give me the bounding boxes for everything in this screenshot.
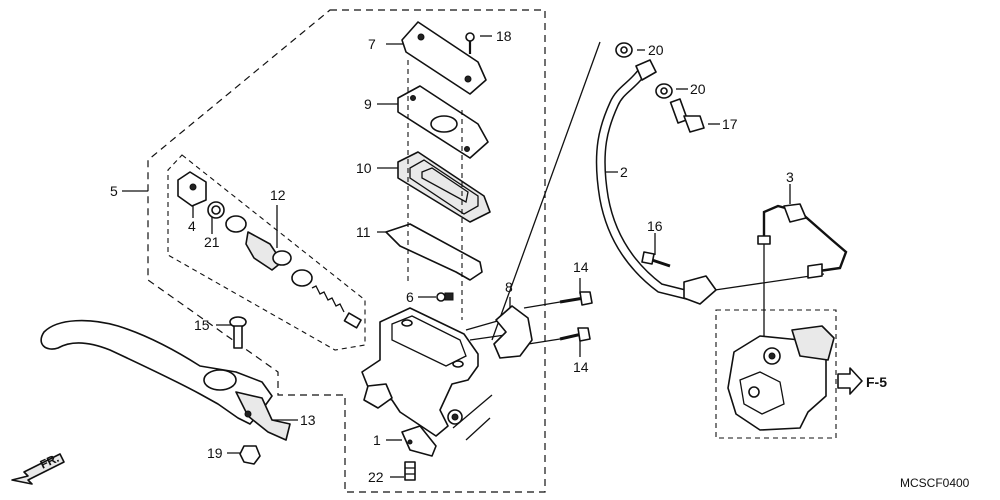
diagram-code: MCSCF0400 [900, 476, 970, 490]
callout-20-upper: 20 [648, 42, 664, 58]
bleeder-6 [436, 292, 454, 302]
callout-22: 22 [368, 469, 384, 485]
callout-10: 10 [356, 160, 372, 176]
callout-8: 8 [505, 279, 513, 295]
float-plate [385, 223, 483, 281]
callout-20-lower: 20 [690, 81, 706, 97]
f5-reference-label: F-5 [866, 374, 887, 390]
brake-hose [595, 59, 717, 305]
screw-22 [404, 461, 416, 481]
piston-kit-group-outline [167, 154, 366, 351]
callouts: 7 18 9 10 11 5 12 4 21 6 8 14 14 15 13 1… [110, 28, 794, 485]
bolt-14-upper [559, 291, 593, 306]
brake-pipe [757, 203, 848, 279]
reservoir-plate [397, 85, 489, 159]
callout-17: 17 [722, 116, 738, 132]
callout-4: 4 [188, 218, 196, 234]
callout-12: 12 [270, 187, 286, 203]
pivot-bolt-15 [229, 316, 247, 349]
callout-6: 6 [406, 289, 414, 305]
callout-7: 7 [368, 36, 376, 52]
callout-16: 16 [647, 218, 663, 234]
master-cylinder-body [361, 307, 479, 437]
callout-21: 21 [204, 234, 220, 250]
reservoir-cap [401, 21, 487, 95]
f5-reference-arrow [837, 367, 863, 395]
bolt-16 [641, 251, 671, 268]
brake-lever [40, 319, 291, 441]
bolt-14-lower [559, 327, 591, 342]
callout-5: 5 [110, 183, 118, 199]
brake-switch [401, 425, 437, 457]
washer-20a [615, 42, 633, 58]
callout-14-lower: 14 [573, 359, 589, 375]
callout-1: 1 [373, 432, 381, 448]
screw-18 [465, 32, 475, 54]
boot-4 [177, 171, 207, 207]
master-cylinder-group-outline [147, 9, 546, 493]
callout-11: 11 [356, 224, 371, 240]
clamp-holder [493, 305, 533, 359]
callout-15: 15 [194, 317, 210, 333]
callout-9: 9 [364, 96, 372, 112]
callout-18: 18 [496, 28, 512, 44]
reservoir-diaphragm [397, 151, 491, 223]
nut-19 [239, 445, 261, 465]
callout-19: 19 [207, 445, 223, 461]
front-direction-label: FR. [38, 451, 61, 472]
piston-set-12 [225, 215, 362, 329]
callout-2: 2 [620, 164, 628, 180]
abs-modulator-group-outline [715, 309, 837, 439]
callout-14-upper: 14 [573, 259, 589, 275]
callout-13: 13 [300, 412, 316, 428]
washer-20b [655, 83, 673, 99]
abs-modulator [727, 325, 835, 431]
callout-3: 3 [786, 169, 794, 185]
banjo-bolt-17 [669, 98, 705, 133]
front-direction-arrow [11, 453, 65, 485]
circlip-21 [207, 201, 225, 219]
